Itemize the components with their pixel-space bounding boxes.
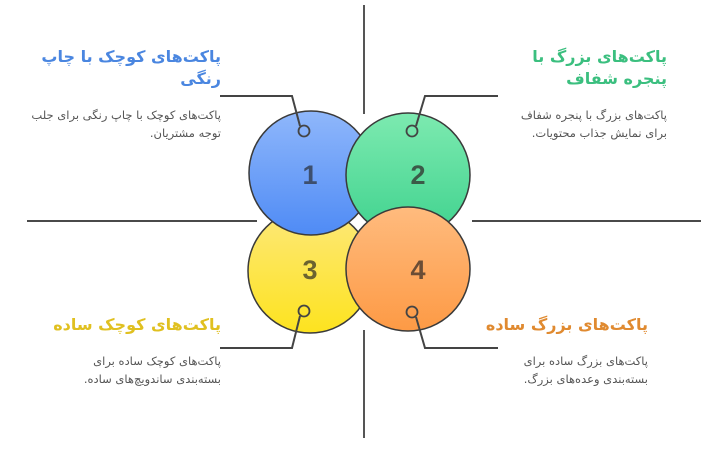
connector-4 — [415, 316, 498, 349]
item-title-3: پاکت‌های کوچک ساده — [53, 315, 221, 334]
connector-2 — [415, 95, 498, 127]
connector-dot-4 — [405, 305, 419, 319]
circle-number-1: 1 — [302, 160, 317, 190]
item-title-4: پاکت‌های بزرگ ساده — [485, 315, 648, 334]
item-description-1: پاکت‌های کوچک با چاپ رنگی برای جلب توجه … — [31, 108, 221, 140]
item-block-4: پاکت‌های بزرگ ساده پاکت‌های بزرگ ساده بر… — [478, 314, 648, 388]
connector-dot-3 — [297, 304, 311, 318]
item-block-1: پاکت‌های کوچک با چاپ رنگی پاکت‌های کوچک … — [21, 46, 221, 142]
connector-3 — [220, 315, 301, 349]
item-description-3: پاکت‌های کوچک ساده برای بسته‌بندی ساندوی… — [83, 354, 221, 386]
item-title-2: پاکت‌های بزرگ با پنجره شفاف — [532, 47, 667, 88]
item-block-2: پاکت‌های بزرگ با پنجره شفاف پاکت‌های بزر… — [497, 46, 667, 142]
connector-dot-2 — [405, 124, 419, 138]
circle-number-3: 3 — [302, 255, 317, 285]
circle-number-4: 4 — [410, 255, 425, 285]
item-description-2: پاکت‌های بزرگ با پنجره شفاف برای نمایش ج… — [520, 108, 667, 140]
circle-4 — [345, 206, 471, 332]
item-title-1: پاکت‌های کوچک با چاپ رنگی — [41, 47, 221, 88]
item-description-4: پاکت‌های بزرگ ساده برای بسته‌بندی وعده‌ه… — [523, 354, 648, 386]
connector-dot-1 — [297, 124, 311, 138]
item-block-3: پاکت‌های کوچک ساده پاکت‌های کوچک ساده بر… — [21, 314, 221, 388]
connector-1 — [220, 95, 301, 127]
circle-number-2: 2 — [410, 160, 425, 190]
